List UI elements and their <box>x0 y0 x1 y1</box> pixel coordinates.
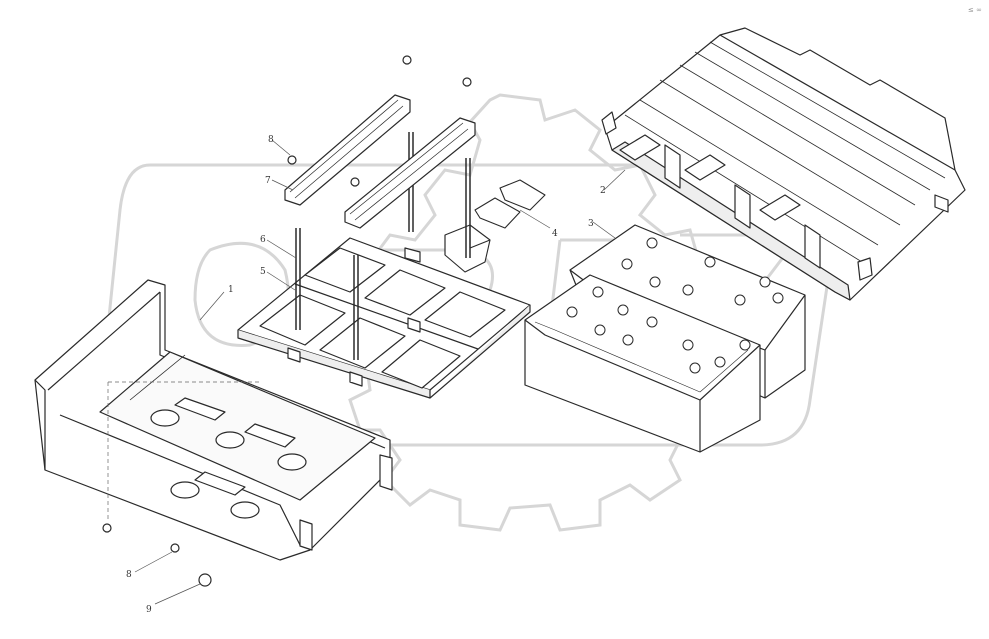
dashed-guides <box>107 381 260 520</box>
bolt-head-9 <box>198 573 212 587</box>
corner-mark: ≤ ∞ <box>968 6 982 14</box>
nut-top-2 <box>462 77 472 87</box>
clamp-brackets <box>444 179 546 273</box>
nut-mid-1 <box>287 155 297 165</box>
battery-tray <box>237 237 531 399</box>
callout-8-bottom: 8 <box>126 570 132 580</box>
nuts <box>102 55 472 587</box>
callout-labels: 1 2 3 4 5 6 7 8 8 9 <box>126 135 606 615</box>
batteries <box>524 224 806 453</box>
battery-box-base <box>34 279 393 561</box>
callout-9: 9 <box>146 605 152 615</box>
callout-2: 2 <box>600 186 606 196</box>
callout-4: 4 <box>552 229 558 239</box>
callout-8-top: 8 <box>268 135 274 145</box>
callout-1: 1 <box>228 285 234 295</box>
nut-bottom-1 <box>102 523 112 533</box>
nut-bottom-2 <box>170 543 180 553</box>
battery-cover <box>601 27 966 301</box>
callout-6: 6 <box>260 235 266 245</box>
callout-3: 3 <box>588 219 594 229</box>
callout-7: 7 <box>265 176 271 186</box>
callout-5: 5 <box>260 267 266 277</box>
leader-lines <box>134 139 626 605</box>
clamp-bars <box>284 94 476 229</box>
nut-mid-2 <box>350 177 360 187</box>
nut-top-1 <box>402 55 412 65</box>
battery-terminals <box>566 237 784 374</box>
battery-front <box>524 274 761 453</box>
